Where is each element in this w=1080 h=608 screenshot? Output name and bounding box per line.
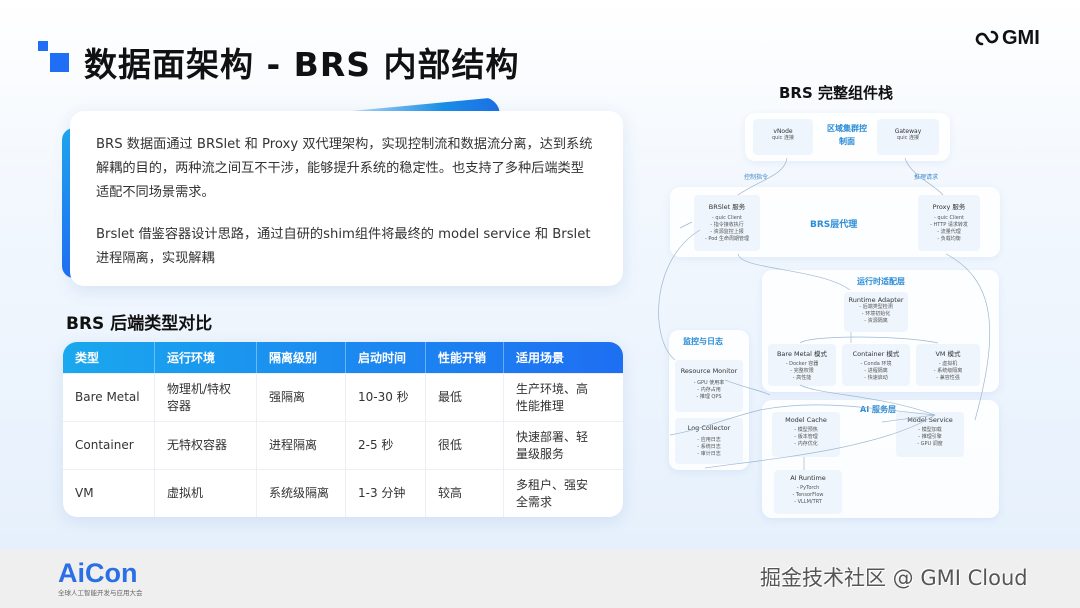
ai-layer-label: AI 服务层 xyxy=(860,405,896,414)
description-paragraph: BRS 数据面通过 BRSlet 和 Proxy 双代理架构，实现控制流和数据流… xyxy=(96,137,593,200)
column-header: 启动时间 xyxy=(346,342,426,373)
backend-comparison-table: 类型 运行环境 隔离级别 启动时间 性能开销 适用场景 Bare Metal 物… xyxy=(63,342,623,517)
log-collector-box: Log Collector - 应用日志 - 系统日志 - 审计日志 xyxy=(675,418,743,464)
table-row: VM 虚拟机 系统级隔离 1-3 分钟 较高 多租户、强安全需求 xyxy=(63,469,623,517)
table-cell: 较高 xyxy=(426,469,504,517)
aicon-wordmark: AiCon xyxy=(58,558,138,588)
column-header: 适用场景 xyxy=(516,351,565,365)
table-cell: 系统级隔离 xyxy=(257,469,346,517)
control-plane-label: 区域集群控制面 xyxy=(827,124,867,146)
table-cell: 最低 xyxy=(426,373,504,421)
page-title: 数据面架构 - BRS 内部结构 xyxy=(84,45,520,84)
table-cell: VM xyxy=(63,469,155,517)
inference-edge-label: 推理请求 xyxy=(914,174,939,181)
ai-runtime-box: AI Runtime - PyTorch - TensorFlow - VLLM… xyxy=(774,470,842,514)
column-header: 性能开销 xyxy=(426,342,504,373)
aicon-logo: AiCon 全球人工智能开发与应用大会 xyxy=(58,558,143,597)
gmi-logo: GMI xyxy=(975,27,1040,50)
diagram-title: BRS 完整组件栈 xyxy=(779,84,894,102)
table-row: Bare Metal 物理机/特权容器 强隔离 10-30 秒 最低 生产环境、… xyxy=(63,373,623,421)
column-header: 运行环境 xyxy=(155,342,257,373)
vm-mode-box: VM 模式 - 虚拟机 - 系统级隔离 - 兼容性强 xyxy=(916,344,980,386)
slide: 数据面架构 - BRS 内部结构 GMI BRS 数据面通过 BRSlet 和 … xyxy=(38,27,1040,518)
table-cell: 生产环境、高性能推理 xyxy=(504,373,623,421)
bare-metal-mode-box: Bare Metal 模式 - Docker 容器 - 完整权限 - 高性能 xyxy=(768,344,836,386)
table-cell: 1-3 分钟 xyxy=(346,469,426,517)
table-row: Container 无特权容器 进程隔离 2-5 秒 很低 快速部署、轻量级服务 xyxy=(63,421,623,469)
table-title: BRS 后端类型对比 xyxy=(66,314,213,334)
table-cell: Container xyxy=(63,421,155,469)
table-cell: 强隔离 xyxy=(257,373,346,421)
footer-bar xyxy=(0,550,1080,608)
control-plane-layer: vNode quic 连接 区域集群控制面 Gateway quic 连接 xyxy=(745,113,950,161)
brs-proxy-layer: BRSlet 服务 - quic Client - 指令接收执行 - 资源监控上… xyxy=(670,187,1000,257)
column-header: 隔离级别 xyxy=(257,342,346,373)
brslet-box: BRSlet 服务 - quic Client - 指令接收执行 - 资源监控上… xyxy=(694,195,760,251)
watermark: 掘金技术社区 @ GMI Cloud xyxy=(760,566,1028,590)
description-card: BRS 数据面通过 BRSlet 和 Proxy 双代理架构，实现控制流和数据流… xyxy=(70,111,623,286)
table-cell: 虚拟机 xyxy=(155,469,257,517)
title-accent-icon xyxy=(38,41,70,73)
table-cell: 2-5 秒 xyxy=(346,421,426,469)
resource-monitor-box: Resource Monitor - GPU 使用率 - 内存占用 - 推理 Q… xyxy=(675,360,743,412)
description-paragraph: Brslet 借鉴容器设计思路，通过自研的shim组件将最终的 model se… xyxy=(96,227,591,266)
monitor-log-layer: 监控与日志 Resource Monitor - GPU 使用率 - 内存占用 … xyxy=(669,330,749,470)
brand-name: GMI xyxy=(1002,27,1040,49)
container-mode-box: Container 模式 - Conda 环境 - 进程隔离 - 快速启动 xyxy=(842,344,910,386)
table-header-row: 类型 运行环境 隔离级别 启动时间 性能开销 适用场景 xyxy=(63,342,623,373)
table-cell: 很低 xyxy=(426,421,504,469)
monitor-layer-label: 监控与日志 xyxy=(683,337,723,346)
aicon-subtitle: 全球人工智能开发与应用大会 xyxy=(58,589,143,597)
control-edge-label: 控制指令 xyxy=(744,174,769,181)
runtime-layer: 运行时适配层 Runtime Adapter - 后端类型检测 - 环境初始化 … xyxy=(762,270,999,392)
runtime-layer-label: 运行时适配层 xyxy=(857,277,905,286)
vnode-box: vNode quic 连接 xyxy=(753,119,813,155)
runtime-adapter-box: Runtime Adapter - 后端类型检测 - 环境初始化 - 资源隔离 xyxy=(844,292,908,332)
gateway-box: Gateway quic 连接 xyxy=(877,119,939,155)
table-cell: 物理机/特权容器 xyxy=(155,373,257,421)
table-cell: Bare Metal xyxy=(63,373,155,421)
table-cell: 快速部署、轻量级服务 xyxy=(504,421,623,469)
table-cell: 无特权容器 xyxy=(155,421,257,469)
table-cell: 进程隔离 xyxy=(257,421,346,469)
table-cell: 10-30 秒 xyxy=(346,373,426,421)
table-cell: 多租户、强安全需求 xyxy=(504,469,623,517)
ai-service-layer: AI 服务层 Model Cache - 模型预热 - 版本管理 - 内存优化 … xyxy=(762,400,999,518)
model-service-box: Model Service - 模型加载 - 推理引擎 - GPU 调度 xyxy=(896,412,964,457)
proxy-layer-label: BRS层代理 xyxy=(810,220,858,230)
model-cache-box: Model Cache - 模型预热 - 版本管理 - 内存优化 xyxy=(772,412,840,457)
column-header: 类型 xyxy=(63,342,155,373)
cloud-link-icon xyxy=(975,30,999,45)
proxy-box: Proxy 服务 - quic Client - HTTP 请求转发 - 流量代… xyxy=(918,195,980,251)
